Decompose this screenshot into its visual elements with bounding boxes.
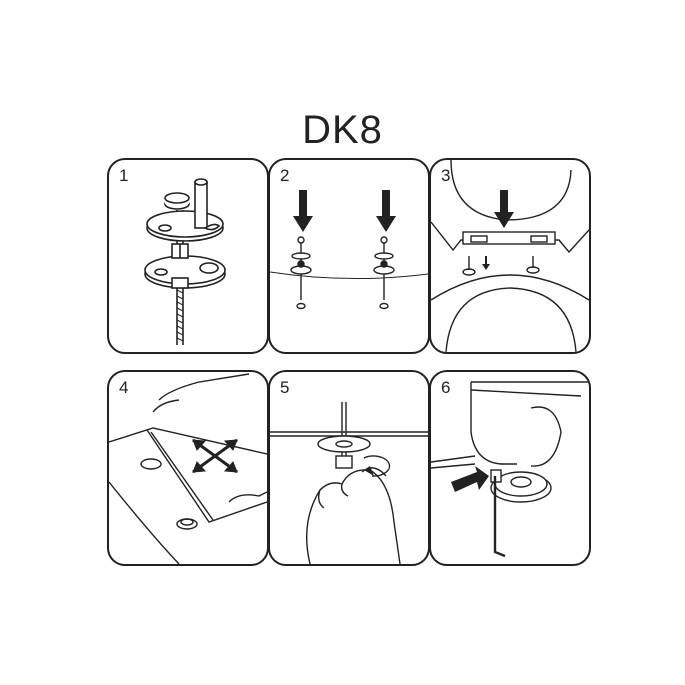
tighten-nut-by-hand-icon [270,402,428,564]
step-panel-6: 6 [429,370,591,566]
hinge-bolt-assembly-icon [144,178,226,345]
step-panel-1: 1 [107,158,269,354]
step-number: 3 [441,166,451,185]
step-panel-3: 3 [429,158,591,354]
tighten-with-allen-key-icon [431,381,589,558]
step-panel-5: 5 [268,370,430,566]
adjust-seat-position-icon [109,373,267,564]
step-number: 2 [280,166,290,185]
step-number: 4 [119,378,129,397]
step-panel-4: 4 [107,370,269,566]
step-panel-2: 2 [268,158,430,354]
place-seat-on-bowl-icon [431,160,589,352]
step-number: 5 [280,378,290,397]
step-number: 6 [441,378,451,397]
step-number: 1 [119,166,129,185]
page-title: DK8 [302,108,383,152]
insert-bolts-arrows-icon [270,190,428,310]
